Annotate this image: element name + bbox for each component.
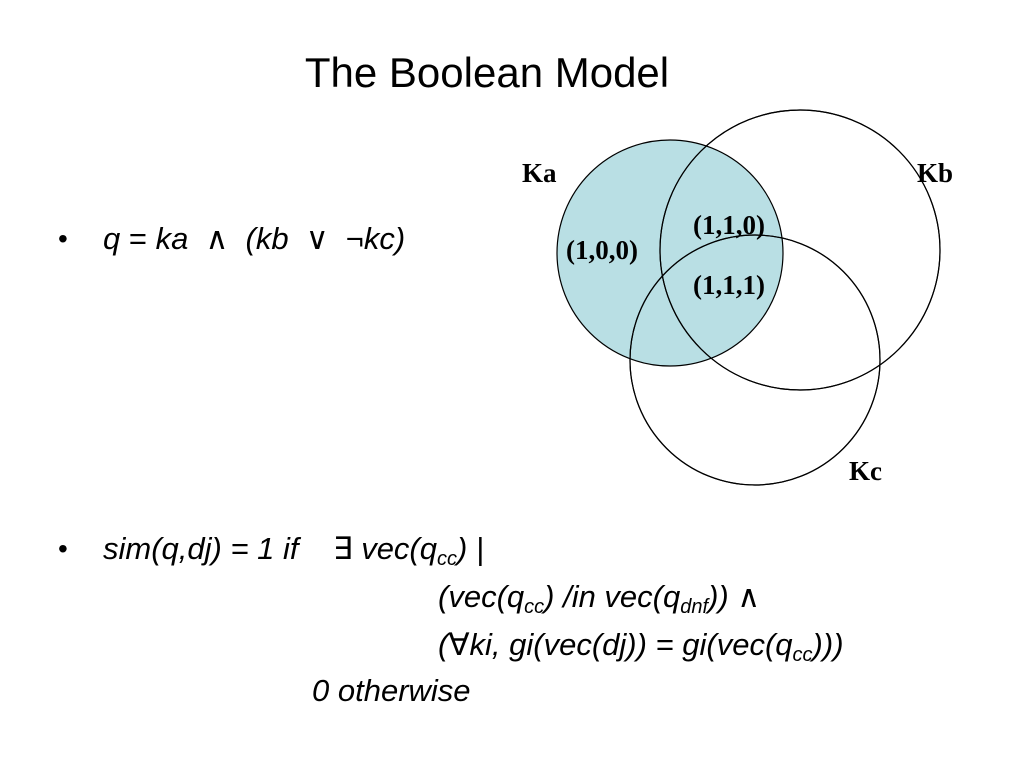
label-ka: Ka: [522, 158, 557, 188]
sim-line-2: (vec(qcc) /in vec(qdnf)) ∧: [438, 578, 761, 618]
sub-cc: cc: [524, 596, 545, 618]
query-kb: kb: [255, 221, 289, 256]
and-symbol: ∧: [205, 221, 229, 256]
bullet-marker: •: [58, 533, 68, 564]
sim-line-2-b: ) /in vec(q: [544, 579, 681, 614]
query-rparen: ): [394, 221, 406, 256]
exists-symbol: ∃: [332, 531, 353, 566]
query-expression: q = ka ∧ (kb ∨ ¬kc): [103, 220, 405, 258]
bullet-marker: •: [58, 223, 68, 254]
sim-line-3-a: (: [438, 627, 449, 662]
forall-symbol: ∀: [448, 627, 470, 662]
set-ka-circle: [556, 139, 784, 367]
sim-line-2-a: (vec(q: [438, 579, 525, 614]
query-lparen: (: [245, 221, 256, 256]
sim-line-4: 0 otherwise: [312, 673, 471, 708]
sub-cc: cc: [437, 548, 457, 570]
sim-line-3-b: ki, gi(vec(dj)) = gi(vec(q: [469, 627, 793, 662]
query-equals: =: [120, 221, 156, 256]
sim-line-1-a: sim(q,dj) = 1 if: [103, 531, 299, 566]
set-kb-outline: [659, 109, 941, 391]
query-q: q: [103, 221, 121, 256]
or-symbol: ∨: [305, 221, 329, 256]
sim-line-1-b: vec(q: [352, 531, 437, 566]
sim-line-2-c: )): [708, 579, 729, 614]
sim-line-3: (∀ki, gi(vec(dj)) = gi(vec(qcc))): [438, 626, 844, 666]
slide-title: The Boolean Model: [0, 48, 1024, 98]
region-111-label: (1,1,1): [693, 270, 765, 300]
slide-title-text: The Boolean Model: [304, 49, 670, 96]
not-symbol: ¬: [345, 221, 364, 256]
sim-line-1-c: ) |: [457, 531, 484, 566]
query-ka: ka: [155, 221, 189, 256]
label-kb: Kb: [917, 158, 953, 188]
sim-line-3-c: ))): [812, 627, 844, 662]
region-110-label: (1,1,0): [693, 210, 765, 240]
sim-line-1: sim(q,dj) = 1 if ∃ vec(qcc) |: [103, 530, 484, 570]
region-100-label: (1,0,0): [566, 235, 638, 265]
set-kc-outline: [629, 234, 881, 486]
sub-dnf: dnf: [680, 596, 709, 618]
sub-cc: cc: [792, 644, 813, 666]
query-kc: kc: [363, 221, 395, 256]
label-kc: Kc: [849, 456, 882, 486]
and-symbol: ∧: [737, 579, 761, 614]
